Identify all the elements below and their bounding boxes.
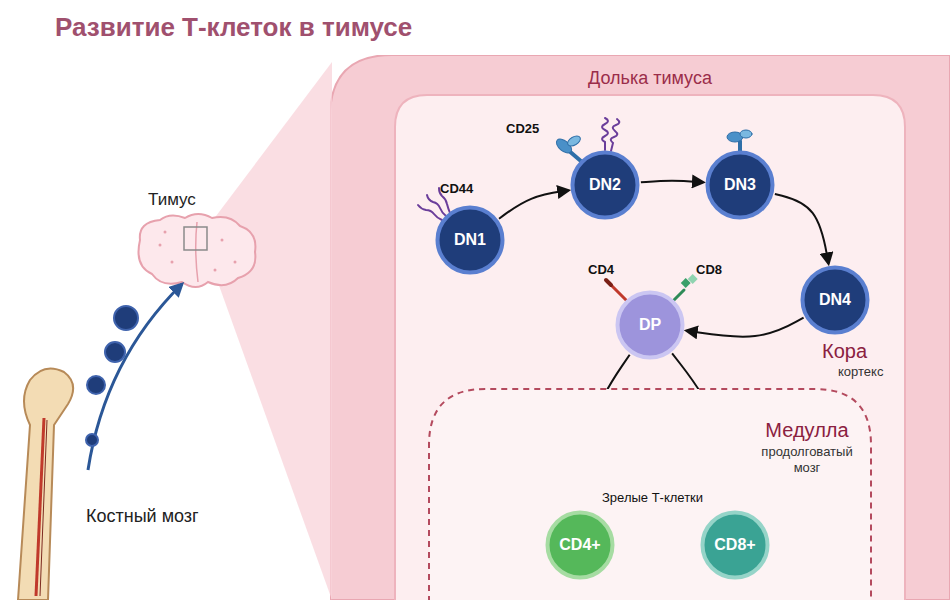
region-title: Медулла (747, 418, 867, 442)
region-label: кортекс (838, 364, 883, 379)
region-title: Долька тимуса (570, 68, 730, 90)
group-label: Зрелые Т-клетки (602, 490, 703, 505)
cell-node: DN4 (800, 265, 870, 335)
marker-label: CD44 (440, 181, 473, 196)
marker-label: CD8 (696, 262, 722, 277)
zoom-wedge (207, 62, 332, 600)
cell-label: DN1 (454, 231, 486, 249)
cell-label: DP (639, 316, 661, 334)
thymus-organ (139, 214, 256, 287)
cell-node: CD4+ (545, 510, 615, 580)
cell-label: CD4+ (559, 536, 600, 554)
thymus-lobule: DN1 DN2 DN3DN4DP CD4+ CD8+ Медуллапродолговат… (330, 55, 950, 600)
migration-arrow (88, 284, 182, 470)
cell-node: DP (615, 290, 685, 360)
region-subtitle: продолговатый мозг (747, 444, 867, 475)
cell-node: CD8+ (700, 510, 770, 580)
bone (18, 368, 73, 600)
cell-label: DN4 (819, 291, 851, 309)
region-label: Кора (822, 340, 867, 363)
organ-label: Тимус (148, 190, 196, 210)
cell-label: DN3 (724, 176, 756, 194)
cell-label: CD8+ (714, 536, 755, 554)
cell-node: DN1 (435, 205, 505, 275)
marker-label: CD4 (588, 262, 614, 277)
cell-label: DN2 (589, 176, 621, 194)
migrating-cells (86, 306, 138, 446)
cell-node: DN3 (705, 150, 775, 220)
organ-label: Костный мозг (86, 506, 199, 527)
cell-node: DN2 (570, 150, 640, 220)
diagram-title: Развитие Т-клеток в тимусе (55, 12, 412, 43)
zoom-square (184, 227, 207, 250)
marker-label: CD25 (506, 121, 539, 136)
